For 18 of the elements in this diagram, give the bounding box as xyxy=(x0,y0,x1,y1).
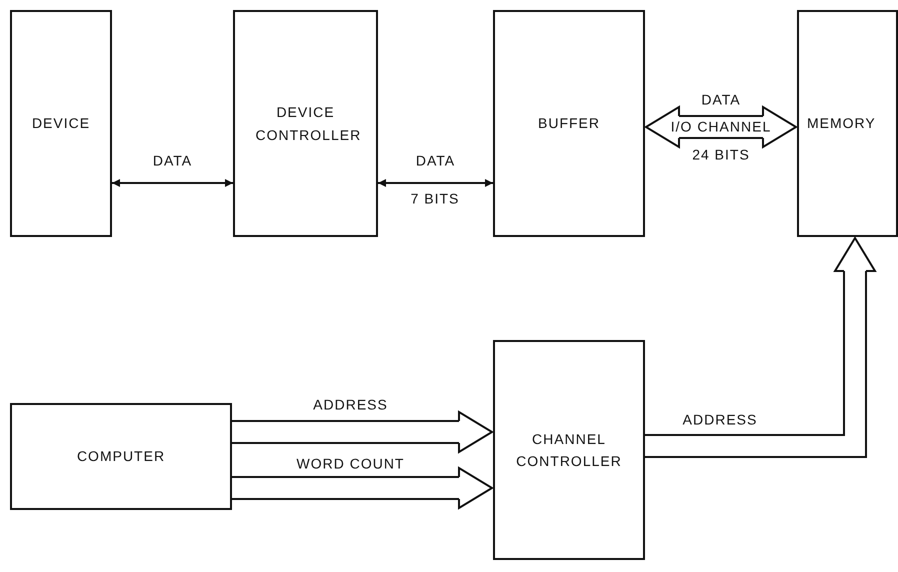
block-box xyxy=(493,10,645,237)
edge-label: ADDRESS xyxy=(682,412,758,428)
block-box xyxy=(493,340,645,560)
block-label: CHANNEL CONTROLLER xyxy=(515,430,623,471)
block-label: DEVICE xyxy=(32,114,90,134)
block-box xyxy=(233,10,378,237)
block-label: MEMORY xyxy=(807,114,876,134)
arrow xyxy=(378,179,493,187)
block-box xyxy=(797,10,898,237)
block-label: COMPUTER xyxy=(76,447,166,466)
arrow xyxy=(112,179,233,187)
edge-label: DATA xyxy=(414,153,456,169)
edge-label: DATA xyxy=(152,153,194,169)
block-label: BUFFER xyxy=(538,114,600,134)
block-box xyxy=(10,403,232,510)
edge-label: WORD COUNT xyxy=(296,456,406,472)
block-box xyxy=(10,10,112,237)
edge-label: ADDRESS xyxy=(312,397,389,413)
